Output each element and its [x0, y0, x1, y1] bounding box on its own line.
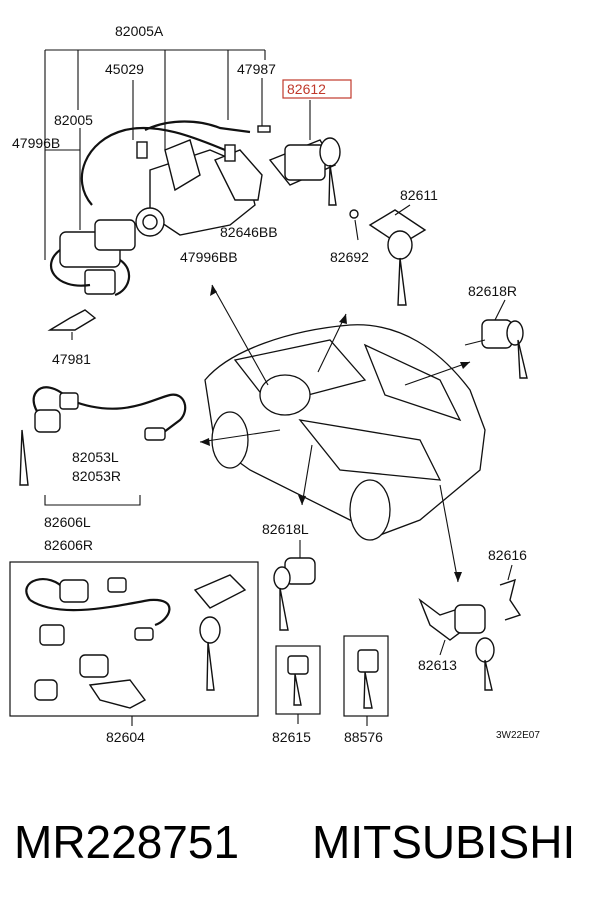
- key-cylinder-82612: [268, 100, 341, 206]
- ignition-switch-assembly: [49, 120, 271, 297]
- kit-box-82604: [9, 561, 259, 726]
- callout-88576: 88576: [344, 729, 383, 745]
- callout-82646BB: 82646BB: [220, 224, 278, 240]
- callout-82616: 82616: [488, 547, 527, 563]
- highlight-box-82612: [282, 79, 352, 99]
- pointer-arrows: [199, 284, 471, 583]
- door-lock-82053: [19, 386, 187, 506]
- callout-47987: 47987: [237, 61, 276, 77]
- callout-82613: 82613: [418, 657, 457, 673]
- callout-47981: 47981: [52, 351, 91, 367]
- part-number: MR228751: [14, 816, 239, 868]
- key-box-82615: [275, 645, 321, 724]
- callout-82005A: 82005A: [115, 23, 164, 39]
- lock-82611: [349, 204, 427, 306]
- callout-47996BB: 47996BB: [180, 249, 238, 265]
- callout-82604: 82604: [106, 729, 145, 745]
- key-box-88576: [343, 635, 389, 726]
- callout-82606R: 82606R: [44, 537, 93, 553]
- callout-82618R: 82618R: [468, 283, 517, 299]
- callout-labels: 82005A 45029 47987 82612 82005 47996B 82…: [12, 23, 540, 745]
- callout-82618L: 82618L: [262, 521, 309, 537]
- callout-82005: 82005: [54, 112, 93, 128]
- callout-47996B: 47996B: [12, 135, 60, 151]
- callout-82053L: 82053L: [72, 449, 119, 465]
- callout-82606L: 82606L: [44, 514, 91, 530]
- footer: MR228751 MITSUBISHI: [14, 816, 575, 868]
- car-outline: [204, 324, 486, 541]
- lock-82618L: [273, 540, 316, 631]
- leader-lines-top: [44, 49, 266, 260]
- callout-45029: 45029: [105, 61, 144, 77]
- callout-82615: 82615: [272, 729, 311, 745]
- lock-82613: [418, 564, 522, 691]
- lock-82618R: [464, 299, 528, 379]
- callout-82692: 82692: [330, 249, 369, 265]
- callout-82612: 82612: [287, 81, 326, 97]
- brand-name: MITSUBISHI: [312, 816, 575, 868]
- callout-82053R: 82053R: [72, 468, 121, 484]
- strap-47981: [47, 309, 97, 340]
- callout-82611: 82611: [400, 187, 438, 203]
- diagram-code: 3W22E07: [496, 730, 540, 741]
